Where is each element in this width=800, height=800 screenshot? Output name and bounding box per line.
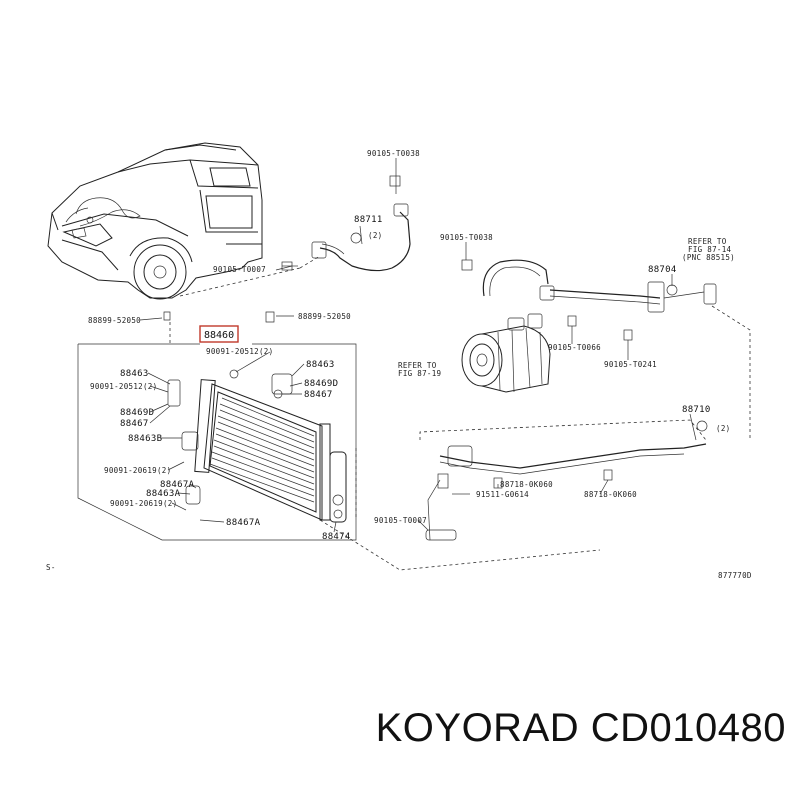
label-88467a-mid: 88467A: [160, 480, 195, 490]
label-refer-b-2: FIG 87-19: [398, 369, 441, 378]
label-91511-g0614: 91511-G0614: [476, 490, 529, 499]
highlight-box-88460: [199, 325, 239, 343]
label-88463-right: 88463: [306, 360, 335, 370]
discharge-hose: [281, 175, 411, 272]
label-88460: 88460: [204, 330, 234, 341]
label-refer-b-1: REFER TO: [398, 361, 437, 370]
label-88463-left: 88463: [120, 369, 149, 379]
suction-pipe: [461, 259, 751, 440]
label-refer-a-3: (PNC 88515): [682, 253, 735, 262]
label-90091-20512-top: 90091-20512(2): [206, 347, 273, 356]
label-88710: 88710: [682, 405, 711, 415]
condenser: [163, 311, 347, 523]
label-90105-t0241: 90105-T0241: [604, 360, 657, 369]
label-88718-0k060-a: 88718-0K060: [500, 480, 553, 489]
label-90105-t0038-mid: 90105-T0038: [440, 233, 493, 242]
part-caption: KOYORAD CD010480: [375, 706, 786, 750]
label-88467a-low: 88467A: [226, 518, 261, 528]
label-refer-a-2: FIG 87-14: [688, 245, 732, 254]
label-2-a: (2): [368, 231, 382, 240]
vehicle-illustration: [47, 142, 263, 300]
label-90105-t0066: 90105-T0066: [548, 343, 601, 352]
label-88899-right: 88899-52050: [298, 312, 351, 321]
label-88467-right: 88467: [304, 390, 333, 400]
label-88469d-right: 88469D: [304, 379, 338, 389]
label-90091-20512-left: 90091-20512(2): [90, 382, 157, 391]
label-90105-t0007-b: 90105-T0007: [374, 516, 427, 525]
label-88463a: 88463A: [146, 489, 181, 499]
label-90105-t0038-top: 90105-T0038: [367, 149, 420, 158]
label-88469d-left: 88469D: [120, 408, 154, 418]
label-refer-a-1: REFER TO: [688, 237, 727, 246]
leader-lines: [139, 158, 697, 533]
label-88704: 88704: [648, 265, 677, 275]
label-90105-t0007-a: 90105-T0007: [213, 265, 266, 274]
condenser-frame: [77, 267, 357, 541]
liquid-line: [319, 419, 708, 571]
label-88711: 88711: [354, 215, 383, 225]
label-90091-20619-a: 90091-20619(2): [104, 466, 171, 475]
label-88474: 88474: [322, 532, 351, 542]
compressor: [461, 313, 551, 393]
label-88899-left: 88899-52050: [88, 316, 141, 325]
part-labels: 90105-T0038 88711 (2) 90105-T0007 90105-…: [46, 149, 752, 580]
label-2-b: (2): [716, 424, 730, 433]
label-corner-mark: S-: [46, 563, 56, 572]
label-90091-20619-b: 90091-20619(2): [110, 499, 177, 508]
label-88718-0k060-b: 88718-0K060: [584, 490, 637, 499]
label-88467-left: 88467: [120, 419, 149, 429]
label-88463b: 88463B: [128, 434, 162, 444]
label-diagram-code: 877770D: [718, 571, 752, 580]
